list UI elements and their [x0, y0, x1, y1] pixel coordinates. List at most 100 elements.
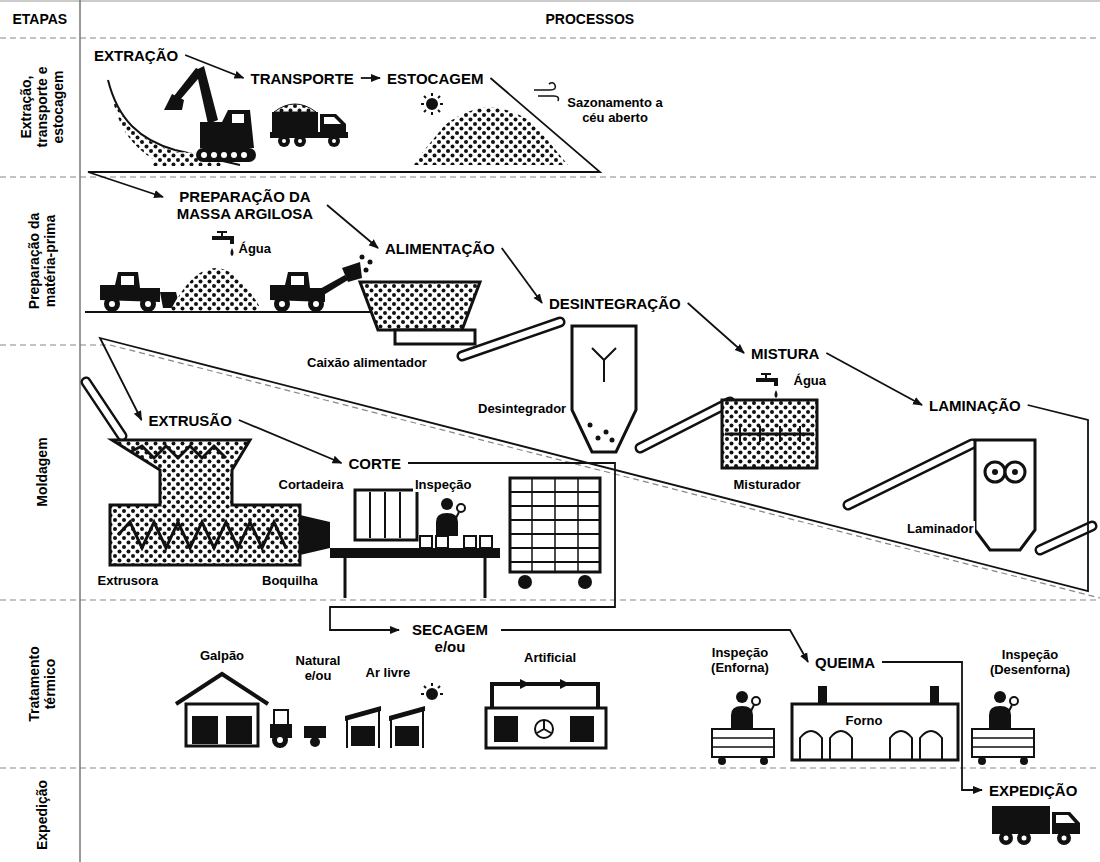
- delivery-truck: [1057, 831, 1071, 845]
- flow-arrow: [688, 303, 744, 353]
- shed-building: [176, 674, 268, 746]
- process-step: MISTURA: [748, 344, 822, 363]
- cutting-table: [420, 536, 432, 548]
- part-label: Sazonamento a céu aberto: [565, 95, 665, 125]
- excavator-icon: [231, 152, 237, 158]
- laminator-machine: [1005, 462, 1025, 482]
- excavator-icon: [241, 152, 247, 158]
- tractor-icon: [304, 726, 326, 738]
- process-label: LAMINAÇÃO: [929, 397, 1021, 414]
- label-holder: Água: [237, 241, 274, 256]
- part-label: Inspeção (Desenforna): [980, 647, 1080, 677]
- inspector-figure: [731, 706, 753, 729]
- cutting-table: [480, 536, 492, 548]
- process-label: EXTRUSÃO: [149, 412, 232, 429]
- water-tap-icon: [761, 373, 771, 375]
- cutting-table: [464, 536, 476, 548]
- process-label: EXTRAÇÃO: [94, 47, 178, 64]
- kiln-cart: [718, 757, 726, 765]
- part-label: Artificial: [522, 650, 578, 665]
- loader-icon: [140, 296, 156, 312]
- band-divider: [0, 345, 1100, 598]
- kiln-cart: [712, 738, 774, 747]
- inspector-figure: [1010, 697, 1018, 705]
- loader-icon: [342, 262, 362, 282]
- loader-icon: [360, 255, 365, 260]
- kiln-cart: [972, 729, 1034, 765]
- delivery-truck: [1052, 812, 1080, 834]
- inspector-figure: [456, 512, 459, 518]
- disintegrator-machine: [596, 436, 601, 441]
- stage-band: Preparação da matéria-primaPREPARAÇÃO DA…: [0, 177, 1100, 600]
- dump-truck-icon: [278, 135, 290, 147]
- shed-building: [176, 674, 268, 704]
- dump-truck-icon: [282, 139, 286, 143]
- label-holder: Laminador: [905, 521, 975, 536]
- inspector-figure: [736, 691, 748, 703]
- part-label: Inspeção: [413, 477, 473, 492]
- band-divider: [0, 37, 1100, 38]
- process-label: DESINTEGRAÇÃO: [549, 295, 681, 312]
- drying-cart: [510, 478, 600, 589]
- label-holder: Boquilha: [260, 573, 320, 588]
- disintegrator-machine: [610, 438, 615, 443]
- delivery-truck: [992, 806, 1050, 834]
- sun-icon: [421, 103, 424, 105]
- open-air-shed: [346, 718, 348, 748]
- laminator-machine: [1012, 469, 1018, 475]
- sun-icon: [421, 683, 443, 699]
- label-holder: Misturador: [732, 477, 803, 492]
- label-holder: Ar livre: [364, 665, 413, 680]
- stage-band: ExpediçãoEXPEDIÇÃO: [0, 768, 1100, 862]
- open-air-shed: [345, 706, 425, 748]
- loader-icon: [100, 272, 180, 312]
- label-holder: ETAPAS: [11, 11, 70, 27]
- sun-icon: [438, 96, 440, 98]
- part-label: Extrusora: [96, 573, 161, 588]
- conveyor-belt: [640, 402, 730, 448]
- part-label: Água: [792, 373, 829, 388]
- loader-icon: [364, 268, 369, 273]
- delivery-truck: [1017, 831, 1031, 845]
- laminator-machine: [975, 440, 1035, 550]
- artificial-dryer: [494, 716, 518, 742]
- dump-truck-icon: [294, 135, 306, 147]
- dump-truck-icon: [272, 112, 318, 132]
- ground-line: [85, 311, 385, 313]
- disintegrator-machine: [588, 423, 593, 428]
- part-label: Água: [237, 241, 274, 256]
- excavator-icon: [164, 94, 184, 110]
- part-label: Galpão: [198, 648, 246, 663]
- sun-icon: [431, 112, 433, 115]
- inspector-figure: [1009, 705, 1012, 711]
- inspector-figure: [994, 691, 1006, 703]
- water-tap-icon: [231, 248, 234, 256]
- band-divider: [0, 767, 1100, 768]
- conveyor-belt: [1040, 526, 1092, 550]
- water-tap-icon: [775, 390, 778, 398]
- mixer-machine: [722, 400, 817, 468]
- loader-icon: [291, 276, 304, 285]
- excavator-icon: [221, 152, 227, 158]
- flow-arrow: [361, 77, 380, 79]
- wind-icon: [534, 83, 555, 90]
- label-holder: Água: [792, 373, 829, 388]
- laminator-machine: [985, 462, 1005, 482]
- inspector-figure: [989, 691, 1018, 729]
- wind-icon: [538, 96, 559, 101]
- sun-icon: [427, 689, 437, 699]
- process-label: EXPEDIÇÃO: [989, 782, 1077, 799]
- label-holder: Cortadeira: [277, 477, 346, 492]
- stage-band: Extração, transporte e estocagemEXTRAÇÃO…: [0, 38, 1100, 177]
- artificial-dryer: [537, 721, 551, 733]
- label-holder: Inspeção (Desenforna): [980, 647, 1080, 677]
- open-air-shed: [351, 726, 375, 746]
- column-header: PROCESSOS: [544, 11, 637, 27]
- extruder-machine: [300, 515, 330, 555]
- process-step: EXPEDIÇÃO: [986, 781, 1080, 800]
- process-label: MISTURA: [751, 345, 819, 362]
- inspector-figure: [457, 504, 465, 512]
- artificial-dryer: [570, 716, 594, 742]
- cutting-table: [330, 548, 500, 558]
